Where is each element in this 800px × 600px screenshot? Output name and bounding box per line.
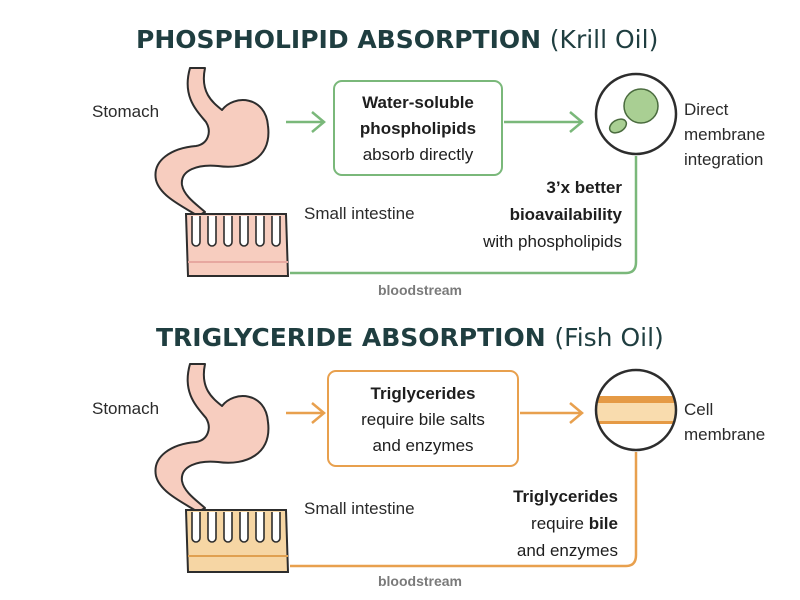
fish-bloodstream-label: bloodstream: [378, 573, 462, 589]
krill-box-line-1: Water-soluble: [362, 93, 474, 112]
krill-title: PHOSPHOLIPID ABSORPTION (Krill Oil): [136, 25, 658, 54]
fish-bloodstream-path: [290, 452, 638, 568]
krill-intestine-label: Small intestine: [304, 204, 415, 223]
krill-bloodstream-path: [290, 156, 638, 275]
krill-stomach-label: Stomach: [92, 102, 159, 121]
fish-target-line-2: membrane: [684, 425, 765, 444]
krill-bloodstream-label: bloodstream: [378, 282, 462, 298]
fish-arrow-2-head: [569, 402, 584, 424]
krill-cell-nucleus: [623, 88, 659, 124]
fish-villi: [191, 512, 281, 543]
fish-stomach-shape: [154, 363, 270, 513]
krill-stomach-shape: [154, 67, 270, 217]
fish-title: TRIGLYCERIDE ABSORPTION (Fish Oil): [156, 323, 664, 352]
fish-stomach-label: Stomach: [92, 399, 159, 418]
fish-stat-line-3: and enzymes: [517, 541, 618, 560]
fish-stat-line-1: Triglycerides: [513, 487, 618, 506]
krill-target-line-3: integration: [684, 150, 763, 169]
fish-box-line-2: require bile salts: [361, 410, 485, 429]
fish-box-line-1: Triglycerides: [371, 384, 476, 403]
krill-cell-droplet: [608, 118, 628, 134]
krill-target-line-1: Direct: [684, 100, 729, 119]
krill-box-line-3: absorb directly: [363, 145, 474, 164]
krill-arrow-2-head: [569, 111, 584, 133]
fish-target-line-1: Cell: [684, 400, 713, 419]
fish-arrow-1-head: [311, 402, 326, 424]
krill-stat-line-2: bioavailability: [510, 205, 623, 224]
fish-box-line-3: and enzymes: [372, 436, 473, 455]
fish-membrane-bands: [596, 396, 676, 424]
krill-stat-line-1: 3’x better: [546, 178, 622, 197]
fish-stat-line-2: require bile: [531, 514, 618, 533]
fish-cell-outline: [594, 368, 678, 452]
fish-intestine-label: Small intestine: [304, 499, 415, 518]
fish-info-box: [327, 370, 519, 467]
krill-target-line-2: membrane: [684, 125, 765, 144]
krill-box-line-2: phospholipids: [360, 119, 476, 138]
krill-villi: [191, 216, 281, 247]
krill-info-box: [333, 80, 503, 176]
krill-arrow-1-head: [311, 111, 326, 133]
krill-stat-line-3: with phospholipids: [482, 232, 622, 251]
